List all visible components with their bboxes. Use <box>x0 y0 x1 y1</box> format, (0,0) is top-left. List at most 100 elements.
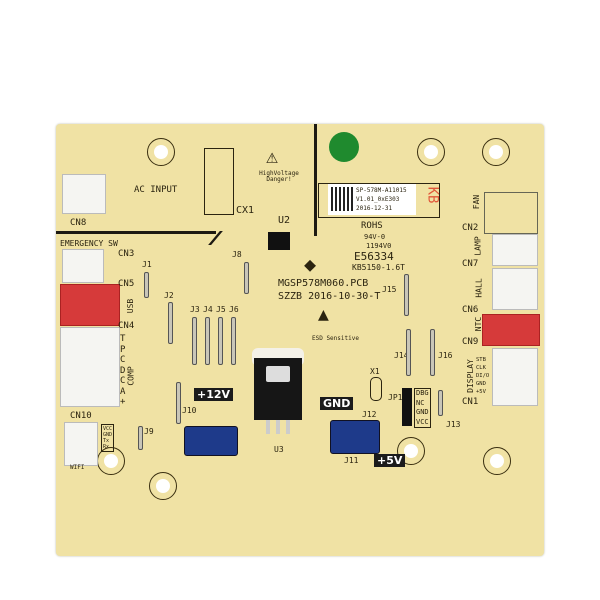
pcb-date: SZZB 2016-10-30-T <box>278 291 381 302</box>
jp1-header <box>402 388 412 426</box>
j12-label: J12 <box>362 410 377 419</box>
cert-label: 1194V0 <box>366 242 392 250</box>
cn5-label: CN5 <box>118 279 135 289</box>
jp1-pin: VCC <box>416 417 429 426</box>
screw-icon <box>266 366 290 382</box>
j9-jumper <box>138 426 143 450</box>
j4-jumper <box>205 317 210 365</box>
ul-number: E56334 <box>354 250 394 263</box>
j14-jumper <box>406 329 411 376</box>
high-voltage-icon: ⚠ <box>266 144 279 168</box>
j13-jumper <box>438 390 443 416</box>
sticker-line: V1.01_0xE303 <box>356 196 400 203</box>
u2-chip <box>268 232 290 250</box>
cx1-label: CX1 <box>236 205 255 216</box>
emergency-sw-label: EMERGENCY SW <box>60 239 118 248</box>
usb-label: USB <box>126 298 136 314</box>
display-pin: GND <box>476 381 486 387</box>
mounting-hole <box>483 447 511 475</box>
sticker-line: 2016-12-31 <box>356 205 393 212</box>
lamp-connector <box>492 234 538 266</box>
hall-label: HALL <box>474 278 484 298</box>
cn4-connector <box>60 327 120 407</box>
comp-pin: A <box>120 386 126 397</box>
j2-jumper <box>168 302 173 344</box>
cn10-connector <box>64 422 98 466</box>
mounting-hole <box>417 138 445 166</box>
comp-pin: P <box>120 344 126 355</box>
cn6-label: CN6 <box>462 305 479 315</box>
plus5v-label: +5V <box>374 454 406 467</box>
jp1-pin: NC <box>416 398 425 407</box>
j1-jumper <box>144 272 149 298</box>
ac-input-label: AC INPUT <box>134 185 178 195</box>
rohs-label: ROHS <box>361 221 383 231</box>
j10-jumper <box>176 382 181 424</box>
j15-label: J15 <box>382 285 397 294</box>
mounting-hole <box>397 437 425 465</box>
esd-icon: ▲ <box>318 304 329 325</box>
pcb-name: MGSP578M060.PCB <box>278 278 369 289</box>
j16-label: J16 <box>438 351 453 360</box>
x1-label: X1 <box>370 367 380 376</box>
wifi-pin: Tx <box>103 438 110 444</box>
j3-jumper <box>192 317 197 365</box>
j8-jumper <box>244 262 249 294</box>
u3-pin <box>276 420 280 434</box>
cn7-label: CN7 <box>462 259 479 269</box>
material-label: KB5150-1.6T <box>352 263 405 272</box>
cn10-label: CN10 <box>70 411 92 421</box>
wifi-pin: GND <box>103 432 113 438</box>
j3-label: J3 <box>190 305 200 314</box>
label-box <box>318 183 440 218</box>
display-connector <box>492 348 538 406</box>
lamp-label: LAMP <box>473 236 483 256</box>
cn3-label: CN3 <box>118 249 135 259</box>
sticker-line: SP-578M-A11015 <box>356 187 407 194</box>
display-pin: STB <box>476 357 486 363</box>
j15-jumper <box>404 274 409 316</box>
plus12v-label: +12V <box>194 388 234 401</box>
display-pin: CLK <box>476 365 486 371</box>
jp1-pin: GND <box>416 408 429 416</box>
jp1-pin: DBG <box>416 389 429 397</box>
mounting-hole <box>482 138 510 166</box>
cn3-connector <box>62 249 104 283</box>
x1-crystal <box>370 377 382 401</box>
esd-label: ESD Sensitive <box>312 335 359 342</box>
j6-jumper <box>231 317 236 365</box>
j5-jumper <box>218 317 223 365</box>
comp-label: COMP <box>126 366 136 386</box>
gnd-label: GND <box>320 397 354 410</box>
comp-pin: + <box>120 397 126 407</box>
jp1-label: JP1 <box>388 393 403 402</box>
green-sticker <box>329 132 359 162</box>
hv-warning: HighVoltage Danger! <box>259 170 299 183</box>
mounting-hole <box>149 472 177 500</box>
j16-jumper <box>430 329 435 376</box>
j6-label: J6 <box>229 305 239 314</box>
j1-label: J1 <box>142 260 152 269</box>
capacitor <box>184 426 238 456</box>
trace <box>314 124 317 236</box>
j5-label: J5 <box>216 305 226 314</box>
j8-label: J8 <box>232 250 242 259</box>
wifi-label: WIFI <box>70 464 85 471</box>
display-label: DISPLAY <box>465 359 475 393</box>
cn9-label: CN9 <box>462 337 479 347</box>
j10-label: J10 <box>182 406 197 415</box>
wifi-pin: VCC <box>103 426 113 432</box>
u3-label: U3 <box>274 445 284 454</box>
cn4-label: CN4 <box>118 321 135 331</box>
comp-pin: C <box>120 376 126 386</box>
logo-icon: ◆ <box>304 252 317 276</box>
capacitor <box>330 420 380 454</box>
fan-label: FAN <box>472 194 482 210</box>
comp-pin: T <box>120 334 126 344</box>
qr-code-icon <box>331 187 353 211</box>
cn8-label: CN8 <box>70 218 87 228</box>
fan-connector-outline <box>484 192 538 234</box>
